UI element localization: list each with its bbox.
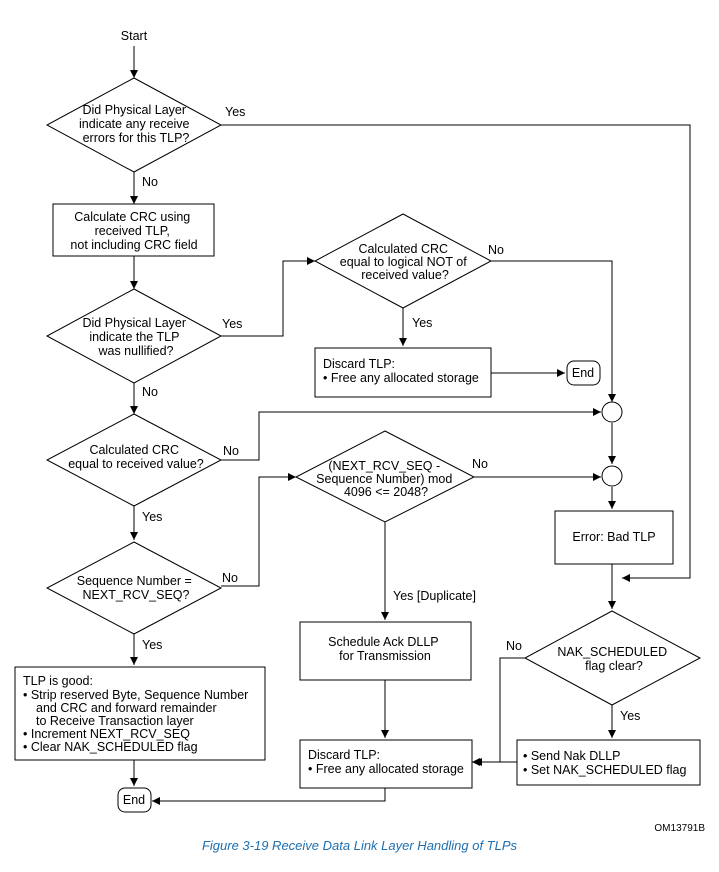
process-calc-crc: Calculate CRC using received TLP, not in…: [52, 203, 215, 257]
decision-phys-errors: Did Physical Layer indicate any receive …: [45, 77, 223, 173]
crcnot-no-arrow: [491, 260, 616, 402]
edge-label-crcnot-yes: Yes: [412, 316, 432, 330]
edge-label-nak-no: No: [506, 639, 522, 653]
svg-text:Did Physical Layer indic: Did Physical Layer indicate the TLP was …: [83, 316, 190, 358]
start-node: Start: [121, 29, 148, 43]
decision-seq-equal: Sequence Number = NEXT_RCV_SEQ?: [45, 541, 223, 635]
decision-nak-clear: NAK_SCHEDULED flag clear?: [523, 610, 702, 706]
connectors: [130, 46, 691, 805]
decision-nullified: Did Physical Layer indicate the TLP was …: [45, 288, 223, 384]
decision-seq-mod: (NEXT_RCV_SEQ - Sequence Number) mod 409…: [294, 430, 476, 523]
svg-text:Discard TLP: • Free any: Discard TLP: • Free any allocated storag…: [308, 748, 464, 776]
svg-text:Calculated CRC equal to: Calculated CRC equal to received value?: [68, 443, 204, 471]
process-send-nak: • Send Nak DLLP • Set NAK_SCHEDULED flag: [516, 739, 701, 786]
process-error-bad-tlp: Error: Bad TLP: [554, 510, 674, 565]
svg-text:Error: Bad TLP: Error: Bad TLP: [572, 530, 655, 544]
svg-text:Sequence Number = NEXT_R: Sequence Number = NEXT_RCV_SEQ?: [77, 574, 196, 602]
svg-text:• Send Nak DLLP • Set NA: • Send Nak DLLP • Set NAK_SCHEDULED flag: [523, 749, 687, 777]
svg-text:Discard TLP: • Free any: Discard TLP: • Free any allocated storag…: [323, 357, 479, 385]
junction-circle-2: [601, 465, 623, 487]
edge-label-seqeq-no: No: [222, 571, 238, 585]
process-discard-top: Discard TLP: • Free any allocated storag…: [314, 347, 492, 398]
svg-text:NAK_SCHEDULED flag clear: NAK_SCHEDULED flag clear?: [557, 645, 670, 673]
decision-crc-not: Calculated CRC equal to logical NOT of r…: [313, 213, 493, 309]
figure-caption: Figure 3-19 Receive Data Link Layer Hand…: [201, 838, 518, 853]
edge-label-crceq-yes: Yes: [142, 510, 162, 524]
process-tlp-good: TLP is good: • Strip reserved Byte, Sequ…: [14, 666, 266, 761]
nullified-yes-arrow: [221, 257, 315, 337]
edge-label-errors-yes: Yes: [225, 105, 245, 119]
terminal-end-bottom: End: [117, 787, 152, 813]
crceq-no-arrow: [221, 408, 601, 461]
decision-crc-equal: Calculated CRC equal to received value?: [45, 413, 223, 507]
process-discard-bottom: Discard TLP: • Free any allocated storag…: [299, 739, 473, 789]
svg-text:TLP is good: • Strip res: TLP is good: • Strip reserved Byte, Sequ…: [23, 674, 252, 754]
edge-labels: Yes No Yes No No Yes No Yes No No Yes [D…: [142, 105, 640, 723]
terminal-end-top: End: [566, 360, 601, 386]
process-schedule-ack: Schedule Ack DLLP for Transmission: [299, 621, 472, 681]
svg-text:Did Physical Layer indic: Did Physical Layer indicate any receive …: [79, 103, 193, 145]
svg-text:Calculated CRC equal to: Calculated CRC equal to logical NOT of r…: [340, 242, 470, 282]
errors-yes-arrow: [221, 124, 691, 582]
edge-label-seqmod-yes-duplicate: Yes [Duplicate]: [393, 589, 476, 603]
svg-text:Start: Start: [121, 29, 148, 43]
svg-text:Schedule Ack DLLP for Tr: Schedule Ack DLLP for Transmission: [328, 635, 442, 663]
svg-text:End: End: [123, 793, 145, 807]
discard-to-end-bottom-arrow: [152, 788, 386, 805]
edge-label-nullified-yes: Yes: [222, 317, 242, 331]
svg-text:(NEXT_RCV_SEQ - Sequence: (NEXT_RCV_SEQ - Sequence Number) mod 409…: [316, 459, 456, 499]
junction-circle-1: [601, 401, 623, 423]
svg-text:Calculate CRC using rece: Calculate CRC using received TLP, not in…: [70, 210, 197, 252]
edge-label-seqmod-no: No: [472, 457, 488, 471]
figure-id: OM13791B: [654, 823, 705, 834]
edge-label-nak-yes: Yes: [620, 709, 640, 723]
edge-label-crceq-no: No: [223, 444, 239, 458]
edge-label-nullified-no: No: [142, 385, 158, 399]
svg-text:End: End: [572, 366, 594, 380]
edge-label-errors-no: No: [142, 175, 158, 189]
edge-label-seqeq-yes: Yes: [142, 638, 162, 652]
edge-label-crcnot-no: No: [488, 243, 504, 257]
seqeq-no-arrow: [221, 473, 296, 587]
